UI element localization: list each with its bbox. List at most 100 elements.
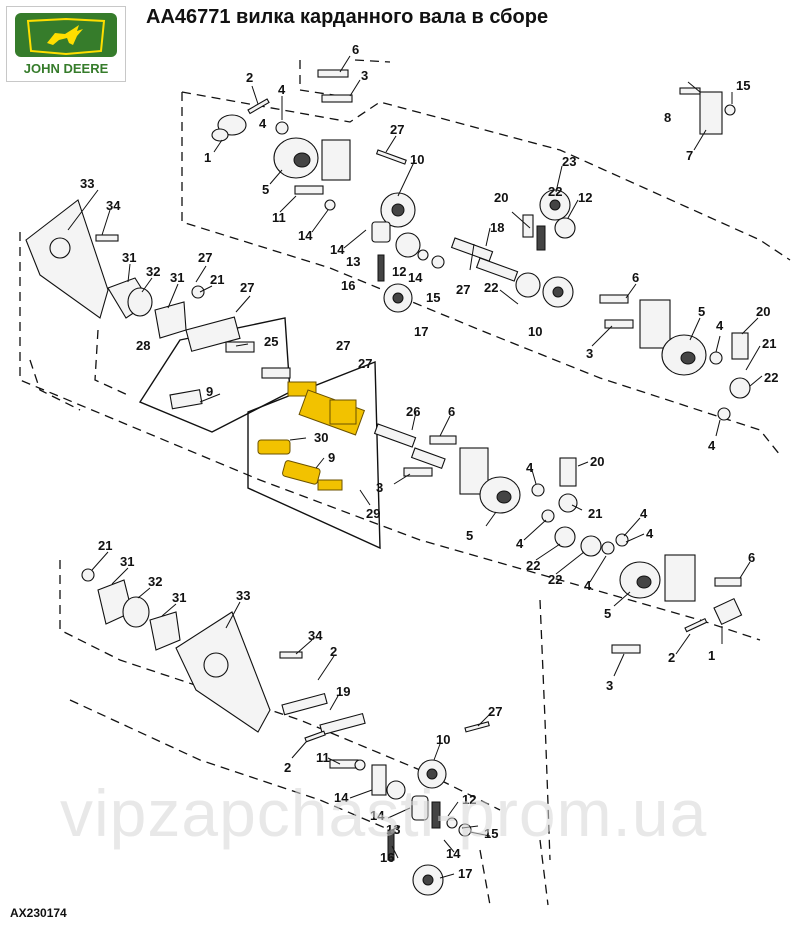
callout-10: 10 bbox=[410, 152, 424, 167]
assembly-box-29 bbox=[247, 360, 381, 550]
callout-4: 4 bbox=[716, 318, 724, 333]
callout-28: 28 bbox=[136, 338, 150, 353]
callout-14: 14 bbox=[298, 228, 313, 243]
callout-6: 6 bbox=[352, 42, 359, 57]
callout-4: 4 bbox=[259, 116, 267, 131]
callout-32: 32 bbox=[146, 264, 160, 279]
deer-emblem-icon: JOHN DEERE bbox=[15, 13, 117, 76]
callout-14: 14 bbox=[446, 846, 461, 861]
callout-13: 13 bbox=[386, 822, 400, 837]
dashed-outlines bbox=[19, 59, 791, 906]
callout-31: 31 bbox=[172, 590, 186, 605]
callout-31: 31 bbox=[120, 554, 134, 569]
callout-20: 20 bbox=[494, 190, 508, 205]
callout-31: 31 bbox=[122, 250, 136, 265]
callout-22: 22 bbox=[484, 280, 498, 295]
callout-20: 20 bbox=[590, 454, 604, 469]
callout-3: 3 bbox=[606, 678, 613, 693]
callout-27: 27 bbox=[198, 250, 212, 265]
callout-32: 32 bbox=[148, 574, 162, 589]
callout-23: 23 bbox=[562, 154, 576, 169]
callout-5: 5 bbox=[604, 606, 611, 621]
callout-14: 14 bbox=[334, 790, 349, 805]
callout-27: 27 bbox=[488, 704, 502, 719]
callout-26: 26 bbox=[406, 404, 420, 419]
callout-34: 34 bbox=[308, 628, 323, 643]
callout-2: 2 bbox=[284, 760, 291, 775]
page-title: AA46771 вилка карданного вала в сборе bbox=[146, 6, 549, 28]
callout-27: 27 bbox=[358, 356, 372, 371]
callout-2: 2 bbox=[330, 644, 337, 659]
callout-15: 15 bbox=[484, 826, 498, 841]
callout-21: 21 bbox=[762, 336, 776, 351]
callout-4: 4 bbox=[640, 506, 648, 521]
callout-17: 17 bbox=[458, 866, 472, 881]
callout-15: 15 bbox=[426, 290, 440, 305]
callout-13: 13 bbox=[346, 254, 360, 269]
callout-10: 10 bbox=[436, 732, 450, 747]
callout-27: 27 bbox=[390, 122, 404, 137]
assembly-box-28 bbox=[138, 317, 291, 433]
callout-20: 20 bbox=[756, 304, 770, 319]
upper-sprocket-assembly bbox=[211, 69, 445, 313]
callout-1: 1 bbox=[204, 150, 211, 165]
callout-6: 6 bbox=[448, 404, 455, 419]
callout-1: 1 bbox=[708, 648, 715, 663]
callout-6: 6 bbox=[748, 550, 755, 565]
callout-27: 27 bbox=[240, 280, 254, 295]
callout-16: 16 bbox=[341, 278, 355, 293]
logo-text: JOHN DEERE bbox=[24, 61, 109, 76]
callout-22: 22 bbox=[548, 184, 562, 199]
callout-18: 18 bbox=[490, 220, 504, 235]
callout-22: 22 bbox=[526, 558, 540, 573]
callout-16: 16 bbox=[380, 850, 394, 865]
callout-4: 4 bbox=[278, 82, 286, 97]
callout-15: 15 bbox=[736, 78, 750, 93]
callout-21: 21 bbox=[98, 538, 112, 553]
callout-3: 3 bbox=[361, 68, 368, 83]
callout-33: 33 bbox=[80, 176, 94, 191]
callout-27: 27 bbox=[336, 338, 350, 353]
callout-12: 12 bbox=[462, 792, 476, 807]
left-bracket-assembly bbox=[25, 199, 291, 410]
callout-10: 10 bbox=[528, 324, 542, 339]
callout-11: 11 bbox=[272, 210, 286, 225]
callout-22: 22 bbox=[548, 572, 562, 587]
callout-14: 14 bbox=[330, 242, 345, 257]
callout-17: 17 bbox=[414, 324, 428, 339]
lower-bracket-assembly bbox=[81, 568, 490, 896]
callout-21: 21 bbox=[210, 272, 224, 287]
callout-4: 4 bbox=[708, 438, 716, 453]
callout-4: 4 bbox=[526, 460, 534, 475]
leader-lines bbox=[67, 55, 763, 879]
callout-14: 14 bbox=[370, 808, 385, 823]
callout-7: 7 bbox=[686, 148, 693, 163]
highlighted-shaft-yoke bbox=[257, 381, 366, 491]
callout-8: 8 bbox=[664, 110, 671, 125]
callout-12: 12 bbox=[578, 190, 592, 205]
centre-shaft-assembly bbox=[373, 423, 743, 654]
callout-33: 33 bbox=[236, 588, 250, 603]
callout-labels: 2 6 3 4 4 1 5 27 10 11 14 14 13 12 14 16… bbox=[80, 42, 778, 881]
callout-27: 27 bbox=[456, 282, 470, 297]
callout-4: 4 bbox=[646, 526, 654, 541]
callout-4: 4 bbox=[584, 578, 592, 593]
callout-3: 3 bbox=[376, 480, 383, 495]
right-sprocket-assembly bbox=[450, 87, 751, 421]
callout-12: 12 bbox=[392, 264, 406, 279]
callout-21: 21 bbox=[588, 506, 602, 521]
callout-11: 11 bbox=[316, 750, 330, 765]
callout-34: 34 bbox=[106, 198, 121, 213]
callout-9: 9 bbox=[206, 384, 213, 399]
callout-9: 9 bbox=[328, 450, 335, 465]
callout-19: 19 bbox=[336, 684, 350, 699]
callout-31: 31 bbox=[170, 270, 184, 285]
callout-6: 6 bbox=[632, 270, 639, 285]
callout-29: 29 bbox=[366, 506, 380, 521]
callout-5: 5 bbox=[466, 528, 473, 543]
callout-22: 22 bbox=[764, 370, 778, 385]
callout-5: 5 bbox=[262, 182, 269, 197]
callout-2: 2 bbox=[668, 650, 675, 665]
callout-14: 14 bbox=[408, 270, 423, 285]
